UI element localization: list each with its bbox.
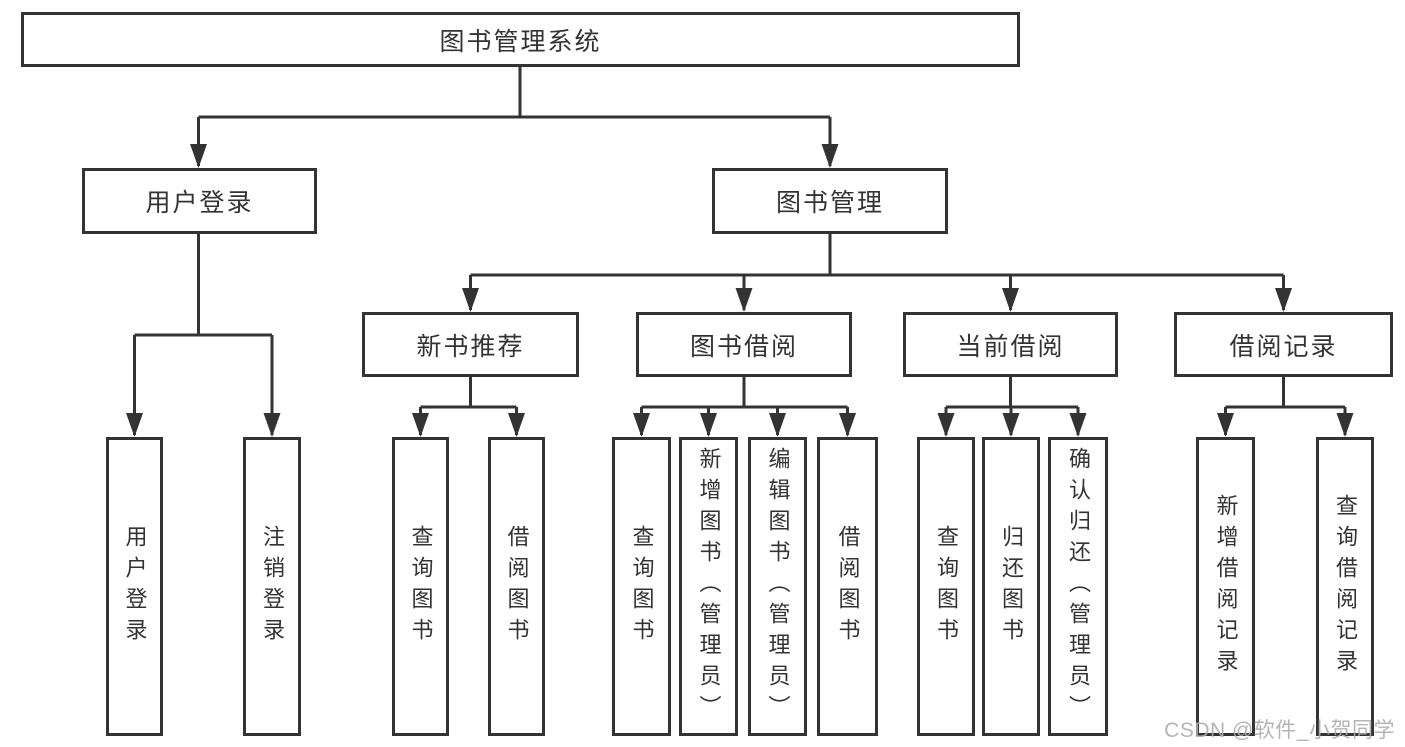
node-user-login-label: 用户登录 [145,189,254,217]
arrow-down-icon [263,413,281,437]
node-current-borrowing: 当前借阅 [903,312,1118,377]
leaf-query-books-borrowing: 查询图书 [612,437,671,736]
arrow-down-icon [769,413,786,437]
node-current-borrowing-label: 当前借阅 [956,332,1065,361]
leaf-add-books-admin-label: 新增图书（管理员） [696,447,722,726]
leaf-return-books: 归还图书 [982,437,1040,736]
arrow-down-icon [462,288,479,312]
arrow-down-icon [126,413,143,437]
arrow-down-icon [1069,413,1087,437]
leaf-query-books-current: 查询图书 [917,437,975,736]
node-borrowing-records-label: 借阅记录 [1229,332,1338,361]
arrow-down-icon [190,144,207,168]
leaf-query-books-recommend: 查询图书 [392,437,449,736]
leaf-query-books-borrowing-label: 查询图书 [629,524,655,649]
leaf-logout-label: 注销登录 [260,524,285,649]
leaf-borrow-books-recommend: 借阅图书 [488,437,545,736]
connector-new-book-recommend-children [412,377,525,437]
node-new-book-recommend: 新书推荐 [362,312,579,377]
arrow-down-icon [412,413,429,437]
leaf-confirm-return-admin: 确认归还（管理员） [1048,437,1108,736]
node-book-borrowing: 图书借阅 [636,312,852,377]
arrow-down-icon [1336,413,1354,437]
arrow-down-icon [1217,413,1234,437]
leaf-borrow-books-borrowing-label: 借阅图书 [835,524,861,649]
leaf-user-login: 用户登录 [106,437,163,736]
leaf-logout: 注销登录 [243,437,301,736]
connector-current-borrowing-children [937,377,1087,437]
leaf-edit-books-admin-label: 编辑图书（管理员） [765,447,791,726]
arrow-down-icon [839,413,856,437]
node-borrowing-records: 借阅记录 [1174,312,1393,377]
leaf-query-books-recommend-label: 查询图书 [408,524,434,649]
connector-book-management-children [462,234,1292,312]
leaf-add-books-admin: 新增图书（管理员） [679,437,738,736]
arrow-down-icon [700,413,717,437]
connector-root-to-level2 [190,67,839,168]
leaf-borrow-books-borrowing: 借阅图书 [817,437,878,736]
arrow-down-icon [633,413,650,437]
watermark: CSDN @软件_小贺同学 [1164,719,1395,742]
leaf-user-login-label: 用户登录 [122,524,148,649]
leaf-return-books-label: 归还图书 [999,524,1024,649]
leaf-add-borrow-record: 新增借阅记录 [1196,437,1255,736]
connector-book-borrowing-children [633,377,856,437]
connector-user-login-children [126,234,281,437]
node-book-borrowing-label: 图书借阅 [689,332,798,361]
node-book-management-label: 图书管理 [775,189,884,217]
arrow-down-icon [1275,288,1292,312]
node-root: 图书管理系统 [21,12,1020,67]
leaf-confirm-return-admin-label: 确认归还（管理员） [1066,447,1091,726]
connector-borrowing-records-children [1217,377,1354,437]
arrow-down-icon [508,413,525,437]
arrow-down-icon [821,144,839,168]
node-user-login: 用户登录 [82,168,317,234]
leaf-edit-books-admin: 编辑图书（管理员） [748,437,807,736]
node-new-book-recommend-label: 新书推荐 [416,332,525,361]
leaf-query-borrow-record-label: 查询借阅记录 [1333,493,1358,680]
arrow-down-icon [937,413,955,437]
leaf-query-borrow-record: 查询借阅记录 [1316,437,1374,736]
arrow-down-icon [1002,413,1020,437]
node-root-label: 图书管理系统 [439,27,602,56]
leaf-add-borrow-record-label: 新增借阅记录 [1213,493,1239,680]
node-book-management: 图书管理 [712,168,948,234]
leaf-query-books-current-label: 查询图书 [934,524,959,649]
arrow-down-icon [735,288,753,312]
leaf-borrow-books-recommend-label: 借阅图书 [504,524,530,649]
arrow-down-icon [1002,288,1019,312]
